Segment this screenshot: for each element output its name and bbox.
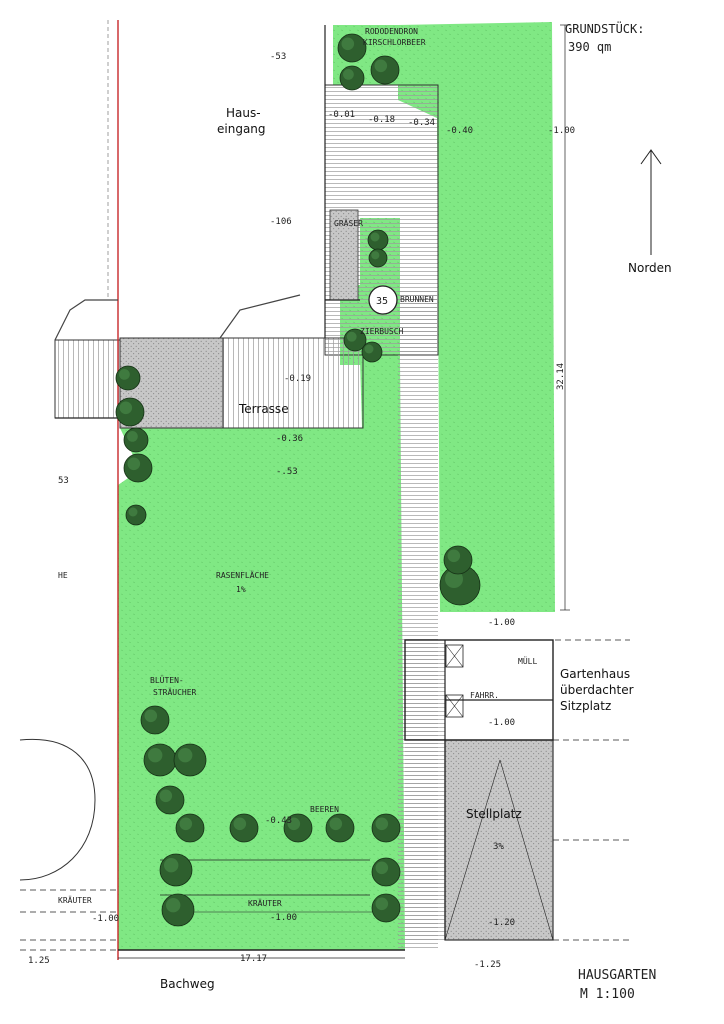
shrub-highlight: [346, 331, 357, 342]
zierbusch-label: ZIERBUSCH: [360, 327, 404, 336]
shrub-highlight: [148, 748, 163, 763]
shrub-highlight: [375, 897, 389, 911]
rasenflaeche-label: RASENFLÄCHE: [216, 571, 269, 580]
level-marker: 1.25: [28, 956, 50, 966]
shrub-highlight: [447, 549, 461, 563]
shrub-highlight: [119, 369, 130, 380]
level-marker: -0.19: [284, 374, 312, 384]
stellplatz-gefaelle-label: 3%: [493, 842, 504, 852]
shrub-highlight: [159, 789, 173, 803]
gartenhaus-label-2: überdachter: [560, 683, 634, 697]
stellplatz-label: Stellplatz: [466, 807, 522, 821]
trees-and-shrubs: [115, 33, 481, 927]
hauseingang-label-1: Haus-: [226, 106, 261, 120]
level-marker: -1.00: [488, 718, 516, 728]
level-marker: -0.43: [265, 816, 293, 826]
shrub-highlight: [233, 817, 247, 831]
level-marker: -1.25: [474, 960, 502, 970]
plan-linework: [20, 20, 662, 960]
shrub-highlight: [178, 748, 193, 763]
bachweg-label: Bachweg: [160, 977, 215, 991]
level-marker: -1.00: [270, 913, 298, 923]
kraeuter-left-label: KRÄUTER: [58, 896, 92, 905]
level-marker: -0.40: [446, 126, 474, 136]
title-label-1: HAUSGARTEN: [578, 968, 657, 983]
rasen-gefaelle-label: 1%: [236, 585, 246, 594]
bluetenstraeucher-label-1: BLÜTEN-: [150, 676, 184, 685]
level-marker: -1.00: [488, 618, 516, 628]
level-marker: -53: [270, 52, 287, 62]
shrub-highlight: [128, 507, 138, 517]
shrub-highlight: [164, 858, 179, 873]
shrub-highlight: [374, 59, 388, 73]
level-marker: -1.20: [488, 918, 516, 928]
shrub-highlight: [126, 431, 138, 442]
graeser-label: GRÄSER: [334, 219, 363, 228]
kraeuter-label: KRÄUTER: [248, 899, 282, 908]
gartenhaus-label-1: Gartenhaus: [560, 667, 631, 681]
shrub-highlight: [144, 709, 158, 723]
shrub-highlight: [166, 898, 181, 913]
shrub-highlight: [179, 817, 193, 831]
norden-label: Norden: [628, 261, 672, 275]
shrub-highlight: [329, 817, 343, 831]
level-marker: 53: [58, 476, 69, 486]
shrub-highlight: [364, 344, 374, 354]
kirschlorbeer-label: KIRSCHLORBEER: [363, 38, 426, 47]
grundstueck-label-2: 390 qm: [568, 40, 612, 54]
shrub-highlight: [119, 401, 133, 415]
dimension-length: 32.14: [556, 362, 566, 390]
neighbor-tree-outline: [19, 738, 96, 881]
brunnen-symbol-text: 35: [376, 296, 389, 307]
level-marker: -0.34: [408, 118, 436, 128]
shrub-highlight: [375, 861, 389, 875]
brunnen-label: BRUNNEN: [400, 295, 434, 304]
level-marker: -0.01: [328, 110, 356, 120]
muell-label: MÜLL: [518, 657, 538, 666]
shrub-highlight: [371, 251, 380, 260]
level-marker: -106: [270, 217, 292, 227]
rhododendron-label: RODODENDRON: [365, 27, 418, 36]
shrub-highlight: [341, 37, 355, 51]
level-marker: -0.18: [368, 115, 396, 125]
shrub-highlight: [127, 457, 141, 471]
grundstueck-label-1: GRUNDSTÜCK:: [565, 22, 645, 36]
shrub-highlight: [375, 817, 389, 831]
level-marker: -1.00: [92, 914, 120, 924]
shrub-highlight: [445, 570, 463, 588]
beeren-label: BEEREN: [310, 805, 339, 814]
fahrrad-label: FAHRR.: [470, 691, 499, 700]
he-label: HE: [58, 571, 68, 580]
shrub-highlight: [287, 817, 301, 831]
gartenhaus-label-3: Sitzplatz: [560, 699, 612, 713]
terrasse-label: Terrasse: [239, 402, 289, 416]
level-marker: -.53: [276, 467, 298, 477]
shrub-highlight: [343, 69, 354, 80]
level-marker: -0.36: [276, 434, 304, 444]
title-label-2: M 1:100: [580, 987, 635, 1002]
hauseingang-label-2: eingang: [217, 122, 266, 136]
dimension-width: 17.17: [240, 954, 268, 964]
level-marker: -1.00: [548, 126, 576, 136]
shrub-highlight: [370, 232, 380, 242]
bluetenstraeucher-label-2: STRÄUCHER: [153, 688, 197, 697]
